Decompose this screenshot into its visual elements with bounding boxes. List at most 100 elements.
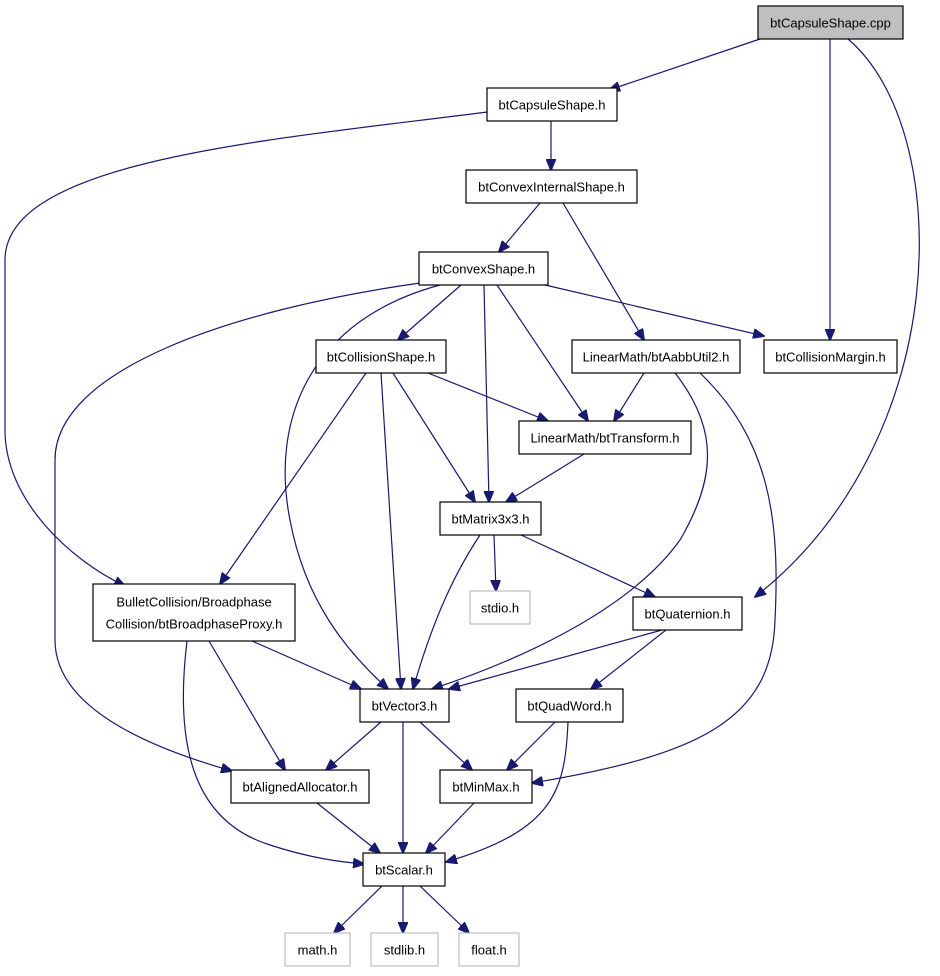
node-quadword[interactable]: btQuadWord.h	[515, 688, 624, 723]
node-box	[439, 769, 533, 804]
node-label: stdio.h	[481, 601, 519, 616]
edge-convex-internal-to-convex-shape	[499, 202, 541, 252]
edge-line	[326, 721, 382, 770]
edge-line	[507, 721, 556, 770]
node-box	[230, 769, 370, 804]
edge-line	[506, 453, 585, 502]
node-matrix3x3[interactable]: btMatrix3x3.h	[439, 501, 542, 536]
node-box	[439, 501, 542, 536]
node-root[interactable]: btCapsuleShape.cpp	[757, 5, 904, 40]
node-convex-internal[interactable]: btConvexInternalShape.h	[465, 169, 638, 204]
node-label: btCapsuleShape.h	[499, 98, 606, 113]
node-label: btQuadWord.h	[527, 699, 611, 714]
node-box	[418, 251, 549, 286]
edge-collision-shape-to-broadphase-proxy	[220, 372, 367, 584]
edge-convex-shape-to-matrix3x3	[483, 284, 489, 502]
edge-aligned-allocator-to-scalar	[316, 802, 380, 853]
node-aligned-allocator[interactable]: btAlignedAllocator.h	[230, 769, 370, 804]
edge-line	[4, 111, 488, 586]
edge-line	[54, 282, 421, 771]
node-collision-margin[interactable]: btCollisionMargin.h	[763, 339, 898, 374]
node-minmax[interactable]: btMinMax.h	[439, 769, 533, 804]
edge-aabb-util-to-minmax	[532, 372, 777, 783]
edge-line	[496, 284, 588, 421]
edge-line	[520, 534, 655, 597]
node-box	[757, 5, 904, 40]
edge-line	[609, 38, 761, 90]
edge-vector3-to-minmax	[419, 721, 472, 770]
node-label: btQuaternion.h	[644, 607, 730, 622]
node-math: math.h	[284, 932, 351, 967]
edge-line	[334, 885, 383, 933]
edge-quadword-to-scalar	[446, 721, 569, 862]
node-collision-shape[interactable]: btCollisionShape.h	[315, 339, 447, 374]
edge-quadword-to-minmax	[507, 721, 556, 770]
edge-matrix3x3-to-quaternion	[520, 534, 655, 597]
edge-convex-shape-to-collision-shape	[398, 284, 462, 340]
node-capsule-h[interactable]: btCapsuleShape.h	[486, 87, 618, 122]
edge-line	[398, 284, 462, 340]
edge-quaternion-to-quadword	[591, 629, 667, 689]
edge-line	[483, 284, 489, 502]
edge-broadphase-proxy-to-aligned-allocator	[208, 640, 285, 770]
edge-convex-shape-to-transform	[496, 284, 588, 421]
edge-scalar-to-float	[419, 885, 469, 933]
node-box	[92, 583, 296, 642]
edge-convex-shape-to-collision-margin	[544, 284, 764, 336]
node-label: btScalar.h	[375, 863, 433, 878]
edge-convex-shape-to-vector3	[284, 284, 441, 689]
node-box	[284, 932, 351, 967]
edge-aabb-util-to-vector3	[432, 372, 709, 689]
edge-collision-shape-to-transform	[427, 372, 548, 421]
edges-layer	[4, 38, 920, 933]
edge-convex-internal-to-aabb-util	[562, 202, 644, 340]
node-box	[632, 596, 743, 631]
node-label: btCapsuleShape.cpp	[770, 16, 891, 31]
node-box	[359, 688, 450, 723]
node-label: btVector3.h	[372, 699, 438, 714]
node-quaternion[interactable]: btQuaternion.h	[632, 596, 743, 631]
edge-line	[426, 802, 475, 853]
node-label: btMatrix3x3.h	[451, 512, 529, 527]
nodes-layer: btCapsuleShape.cpp btCapsuleShape.h btConv…	[92, 5, 904, 967]
node-broadphase-proxy[interactable]: BulletCollision/BroadphaseCollision/btBr…	[92, 583, 296, 642]
edge-matrix3x3-to-stdio	[494, 534, 496, 591]
node-label: btAlignedAllocator.h	[243, 780, 358, 795]
edge-line	[380, 372, 401, 689]
edge-line	[284, 284, 441, 689]
node-label: BulletCollision/Broadphase	[116, 595, 271, 610]
edge-root-to-capsule-h	[609, 38, 761, 90]
node-stdio: stdio.h	[469, 590, 531, 625]
edge-line	[220, 372, 367, 584]
node-box	[571, 339, 741, 374]
node-label: btConvexInternalShape.h	[478, 180, 625, 195]
node-aabb-util[interactable]: LinearMath/btAabbUtil2.h	[571, 339, 741, 374]
edge-line	[392, 372, 475, 502]
node-transform[interactable]: LinearMath/btTransform.h	[518, 420, 692, 455]
edge-line	[432, 372, 709, 689]
edge-line	[614, 372, 645, 421]
node-scalar[interactable]: btScalar.h	[362, 852, 446, 887]
node-box	[518, 420, 692, 455]
edge-line	[251, 640, 361, 689]
edge-broadphase-proxy-to-vector3	[251, 640, 361, 689]
node-box	[370, 932, 439, 967]
node-label: LinearMath/btAabbUtil2.h	[583, 350, 730, 365]
node-label: btMinMax.h	[452, 780, 519, 795]
edge-line	[532, 372, 777, 783]
edge-line	[427, 372, 548, 421]
node-label: float.h	[471, 943, 506, 958]
node-convex-shape[interactable]: btConvexShape.h	[418, 251, 549, 286]
node-vector3[interactable]: btVector3.h	[359, 688, 450, 723]
edge-quaternion-to-vector3	[449, 629, 663, 689]
edge-broadphase-proxy-to-scalar	[182, 640, 364, 864]
node-label: LinearMath/btTransform.h	[530, 431, 679, 446]
node-box	[486, 87, 618, 122]
node-label: Collision/btBroadphaseProxy.h	[106, 617, 283, 632]
node-box	[362, 852, 446, 887]
edge-vector3-to-aligned-allocator	[326, 721, 382, 770]
edge-line	[413, 534, 481, 689]
node-box	[763, 339, 898, 374]
edge-line	[499, 202, 541, 252]
edge-capsule-h-to-broadphase-proxy	[4, 111, 488, 586]
